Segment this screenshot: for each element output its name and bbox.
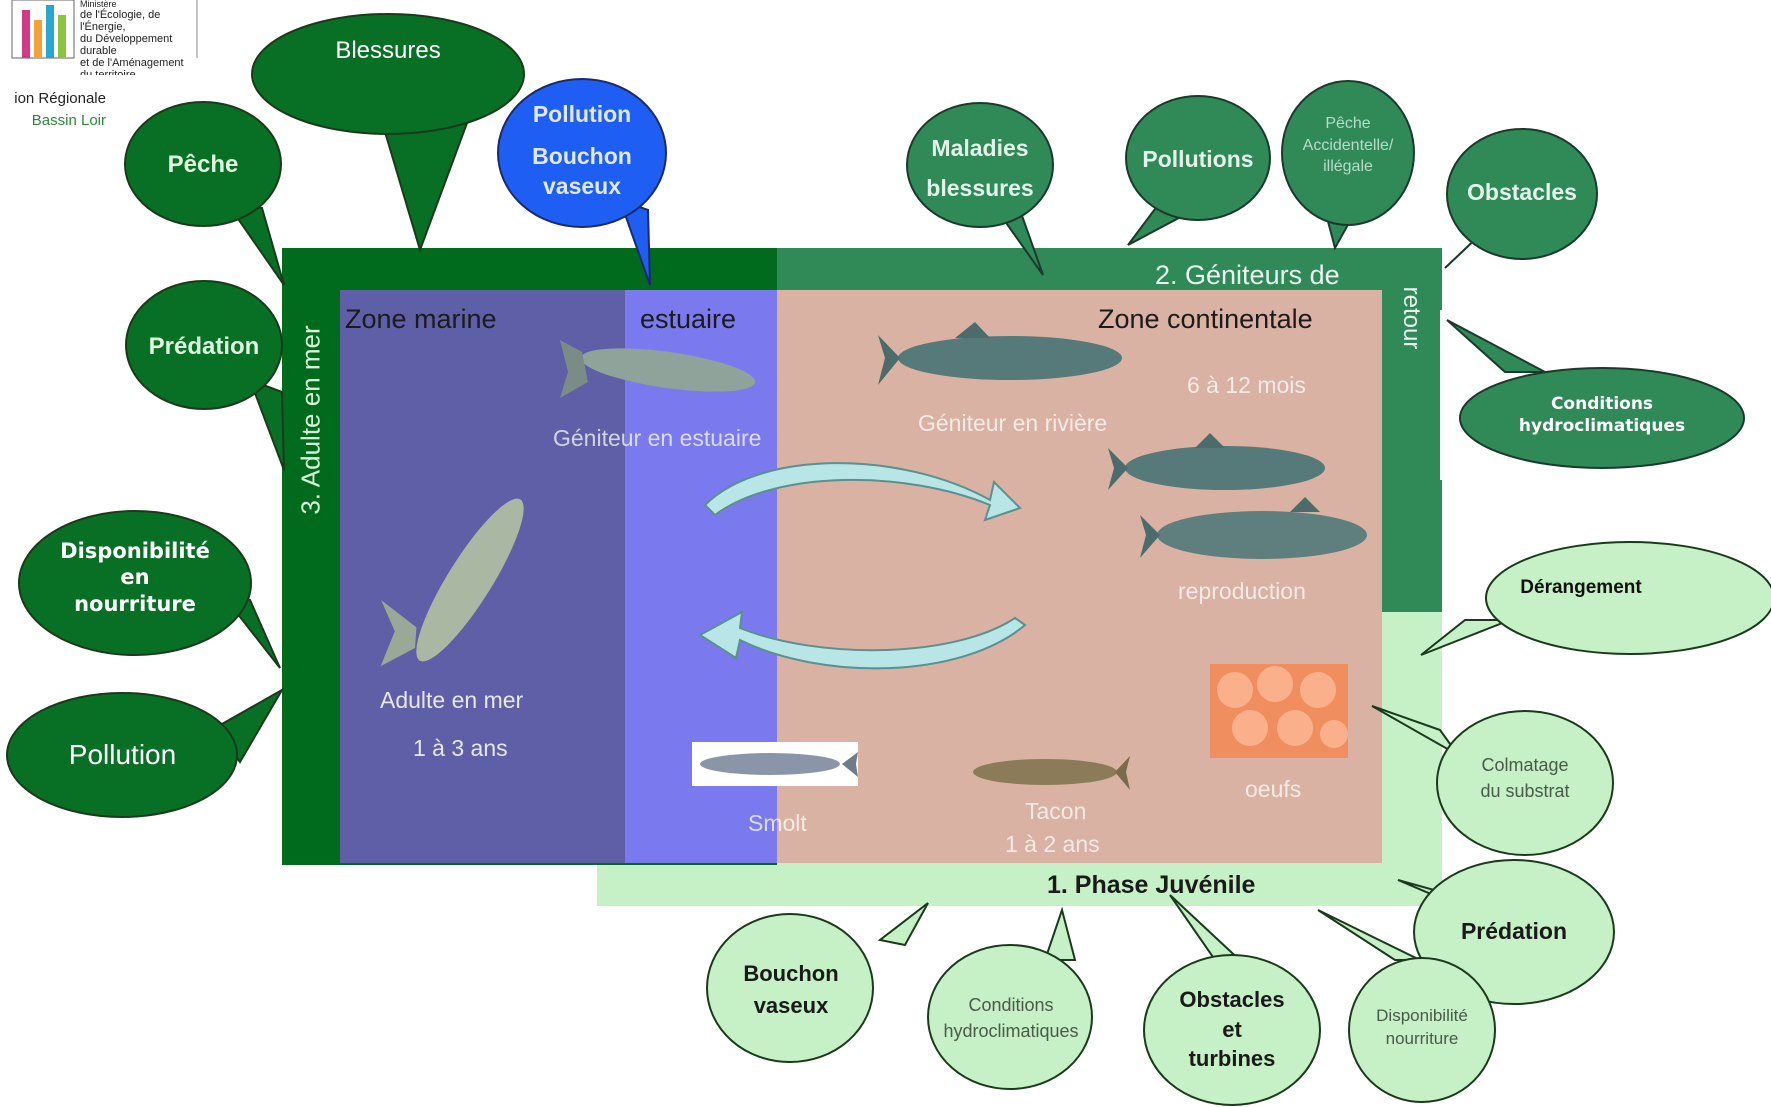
bubble-derangement <box>1420 541 1771 656</box>
eggs-cluster <box>1210 664 1348 758</box>
fish-reproduction-1 <box>1108 433 1325 490</box>
cycle-arrow-top <box>703 462 1022 522</box>
bubble-peche-text: Pêche <box>167 151 239 179</box>
zone-estuary-title: estuaire <box>640 304 737 334</box>
bubble-predation-sea <box>125 280 285 471</box>
bubble-maladies-text: Maladies blessures <box>907 128 1053 209</box>
zone-continental-title: Zone continentale <box>1098 304 1313 334</box>
bubble-conditions-juv <box>927 906 1093 1090</box>
bubble-predation-juv <box>1397 859 1615 1005</box>
bubble-line: Obstacles <box>1179 987 1285 1012</box>
bubble-line: Accidentelle/ <box>1302 136 1394 154</box>
bubble-line: Disponibilité <box>60 539 210 563</box>
bubble-line: Conditions <box>1550 394 1654 414</box>
stage-eggs: oeufs <box>1245 776 1302 802</box>
bubble-line: hydroclimatiques <box>943 1021 1079 1042</box>
stage-parr-duration: 1 à 2 ans <box>1005 831 1100 857</box>
bubble-pollutions-text: Pollutions <box>1142 146 1254 173</box>
bubble-conditions-river <box>1446 319 1745 469</box>
bubble-predation-juv-text: Prédation <box>1460 918 1568 945</box>
bubble-line: blessures <box>926 175 1034 202</box>
bubble-blessures-text: Blessures <box>335 37 441 65</box>
bubble-line: vaseux <box>753 992 829 1018</box>
bubble-predation-sea-text: Prédation <box>148 333 260 361</box>
stage-smolt: Smolt <box>748 810 807 836</box>
bubble-conditions-river-text: Conditions hydroclimatiques <box>1462 393 1742 437</box>
fish-spawner-estuary <box>560 340 756 398</box>
bubble-line: et <box>1222 1016 1242 1042</box>
ministry-name: Ministère de l'Écologie, de l'Énergie, d… <box>80 0 198 75</box>
stage-parr: Tacon <box>1025 798 1087 824</box>
bubble-pollution-estuary-text: Pollution Bouchon vaseux <box>498 100 666 202</box>
stage-spawner-river: Géniteur en rivière <box>918 410 1108 436</box>
fish-adult-sea <box>380 498 524 667</box>
stage-reproduction: reproduction <box>1178 578 1306 604</box>
bubble-obstacles-text: Obstacles <box>1467 179 1577 206</box>
bubble-line: Pêche <box>1325 115 1371 132</box>
bubble-line: illégale <box>1323 158 1373 176</box>
bubble-peche-illegale <box>1281 80 1415 251</box>
bubble-pollution-sea <box>6 687 285 818</box>
stage-river-duration: 6 à 12 mois <box>1187 372 1306 398</box>
bubble-bouchon-juv-text: Bouchon vaseux <box>710 958 872 1022</box>
phase-adult-sea-label: 3. Adulte en mer <box>295 325 326 515</box>
bubble-line: en <box>120 565 150 590</box>
bubble-disponibilite-juv-text: Disponibilité nourriture <box>1350 1005 1494 1051</box>
bubble-line: Conditions <box>968 995 1054 1015</box>
bubble-bouchon-juv <box>706 902 929 1063</box>
fish-parr <box>973 756 1130 790</box>
ministry-line: du Développement durable <box>80 33 173 57</box>
bubble-line: Disponibilité <box>1376 1006 1468 1025</box>
bubble-line: Bouchon <box>743 961 839 986</box>
bubble-pollutions <box>1125 95 1271 246</box>
bubble-colmatage-text: Colmatage du substrat <box>1440 752 1610 804</box>
bubble-line: Pollution <box>532 101 632 127</box>
bubble-obstacles <box>1444 128 1598 269</box>
bubble-line: Maladies <box>931 135 1029 161</box>
ministry-line: et de l'Aménagement <box>80 57 184 69</box>
stage-spawner-estuary: Géniteur en estuaire <box>553 425 762 451</box>
bubble-line: Colmatage <box>1481 755 1569 775</box>
bubble-line: du substrat <box>1480 781 1570 802</box>
bubble-blessures <box>251 13 525 254</box>
bubble-derangement-text: Dérangement <box>1520 576 1642 598</box>
bubble-line: nourriture <box>74 591 196 616</box>
bubble-peche-illegale-text: Pêche Accidentelle/ illégale <box>1282 113 1414 178</box>
spawner-band-right <box>1380 248 1442 612</box>
fish-reproduction-2 <box>1140 497 1367 559</box>
fish-spawner-river <box>878 322 1122 385</box>
phase-spawners-label: 2. Géniteurs de <box>1155 260 1340 290</box>
bubble-line: hydroclimatiques <box>1518 416 1686 437</box>
bubble-disponibilite-juv <box>1317 909 1496 1103</box>
spawner-band-top <box>777 248 1380 290</box>
bubble-pollution-estuary <box>497 78 667 286</box>
direction-line-1: ion Régionale <box>14 90 106 107</box>
stage-adult-duration: 1 à 3 ans <box>413 735 508 761</box>
bubble-colmatage <box>1371 705 1614 856</box>
bubble-line: Bouchon <box>532 142 632 169</box>
bubble-conditions-juv-text: Conditions hydroclimatiques <box>930 992 1092 1044</box>
ministry-logo-icon <box>11 0 198 59</box>
cycle-arrow-bottom <box>698 610 1027 670</box>
ministry-line: de l'Écologie, de l'Énergie, <box>80 9 161 33</box>
bubble-disponibilite-sea-text: Disponibilité en nourriture <box>20 538 250 617</box>
phase-spawners-label-2: retour <box>1398 286 1425 350</box>
bubble-line: turbines <box>1188 1046 1276 1072</box>
ministry-line: Ministère <box>80 0 117 9</box>
bubble-obstacles-juv <box>1143 894 1321 1106</box>
bubble-obstacles-juv-text: Obstacles et turbines <box>1145 985 1319 1074</box>
bubble-pollution-sea-text: Pollution <box>68 738 177 770</box>
bubble-line: vaseux <box>542 172 621 199</box>
fish-smolt <box>692 742 858 786</box>
stage-adult-sea: Adulte en mer <box>380 687 524 713</box>
bubble-maladies <box>906 102 1054 276</box>
bubble-line: nourriture <box>1385 1028 1459 1048</box>
ministry-line: du territoire <box>80 69 136 75</box>
bubble-disponibilite-sea <box>18 510 281 669</box>
phase-juvenile-label: 1. Phase Juvénile <box>1047 871 1256 899</box>
bubble-peche <box>124 101 285 286</box>
direction-line-2: Bassin Loir <box>31 112 106 129</box>
zone-marine-title: Zone marine <box>345 304 497 334</box>
